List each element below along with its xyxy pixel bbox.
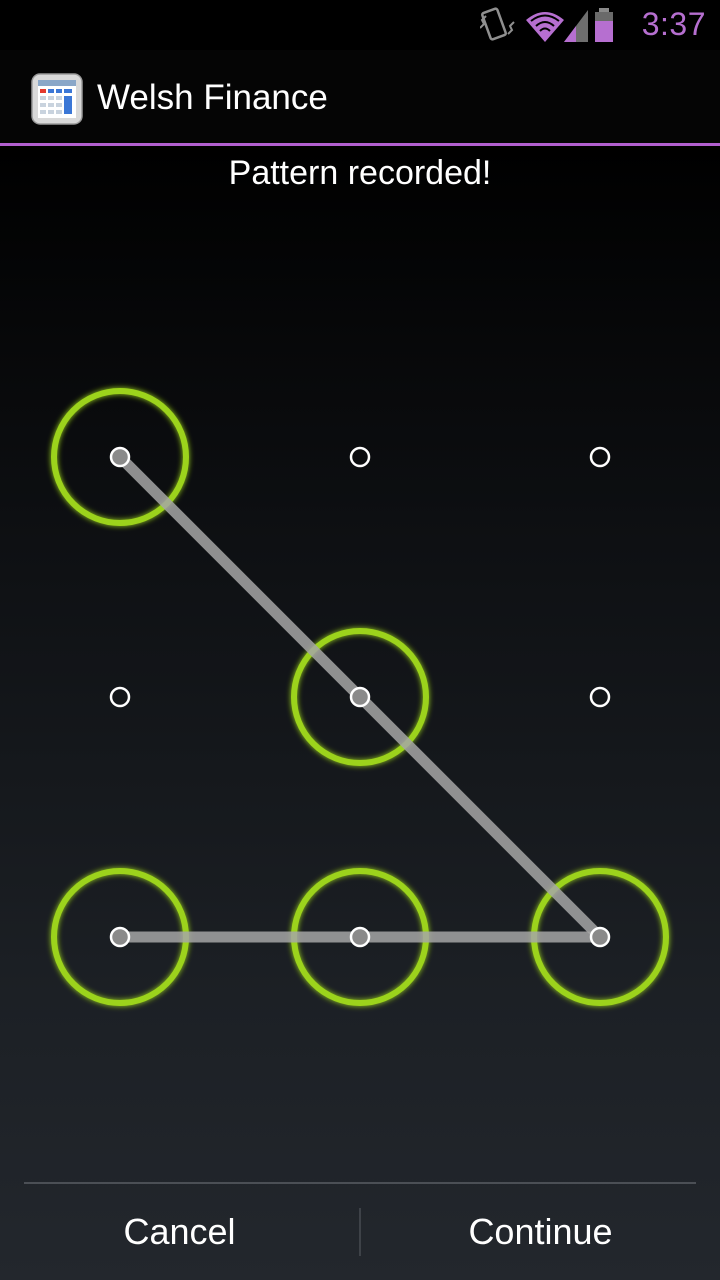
pattern-ring-selected [291, 628, 429, 766]
pattern-ring-selected [51, 388, 189, 526]
battery-icon [595, 8, 613, 42]
pattern-path-segment [114, 451, 366, 703]
pattern-path-segment [354, 691, 606, 943]
pattern-status-text: Pattern recorded! [228, 154, 492, 192]
continue-button[interactable]: Continue [468, 1211, 613, 1252]
button-separator [359, 1208, 361, 1256]
app-title: Welsh Finance [97, 78, 328, 117]
calculator-icon [31, 73, 83, 125]
status-bar: 3:37 [0, 0, 720, 50]
cancel-button[interactable]: Cancel [123, 1211, 236, 1252]
pattern-grid[interactable] [0, 146, 720, 1176]
pattern-dot[interactable] [589, 926, 611, 948]
wifi-icon [526, 12, 564, 42]
status-icons [480, 7, 613, 42]
signal-icon [564, 10, 588, 42]
action-bar: Welsh Finance [0, 50, 720, 146]
pattern-dot[interactable] [109, 686, 131, 708]
pattern-dot[interactable] [589, 446, 611, 468]
pattern-dot[interactable] [109, 926, 131, 948]
pattern-lock-screen: Pattern recorded! Cancel Continue [0, 146, 720, 1280]
pattern-dot[interactable] [349, 686, 371, 708]
clock: 3:37 [641, 6, 706, 42]
vibrate-icon [480, 7, 515, 41]
pattern-dot[interactable] [109, 446, 131, 468]
footer-divider [24, 1182, 696, 1184]
pattern-dot[interactable] [589, 686, 611, 708]
pattern-dot[interactable] [349, 926, 371, 948]
pattern-dot[interactable] [349, 446, 371, 468]
